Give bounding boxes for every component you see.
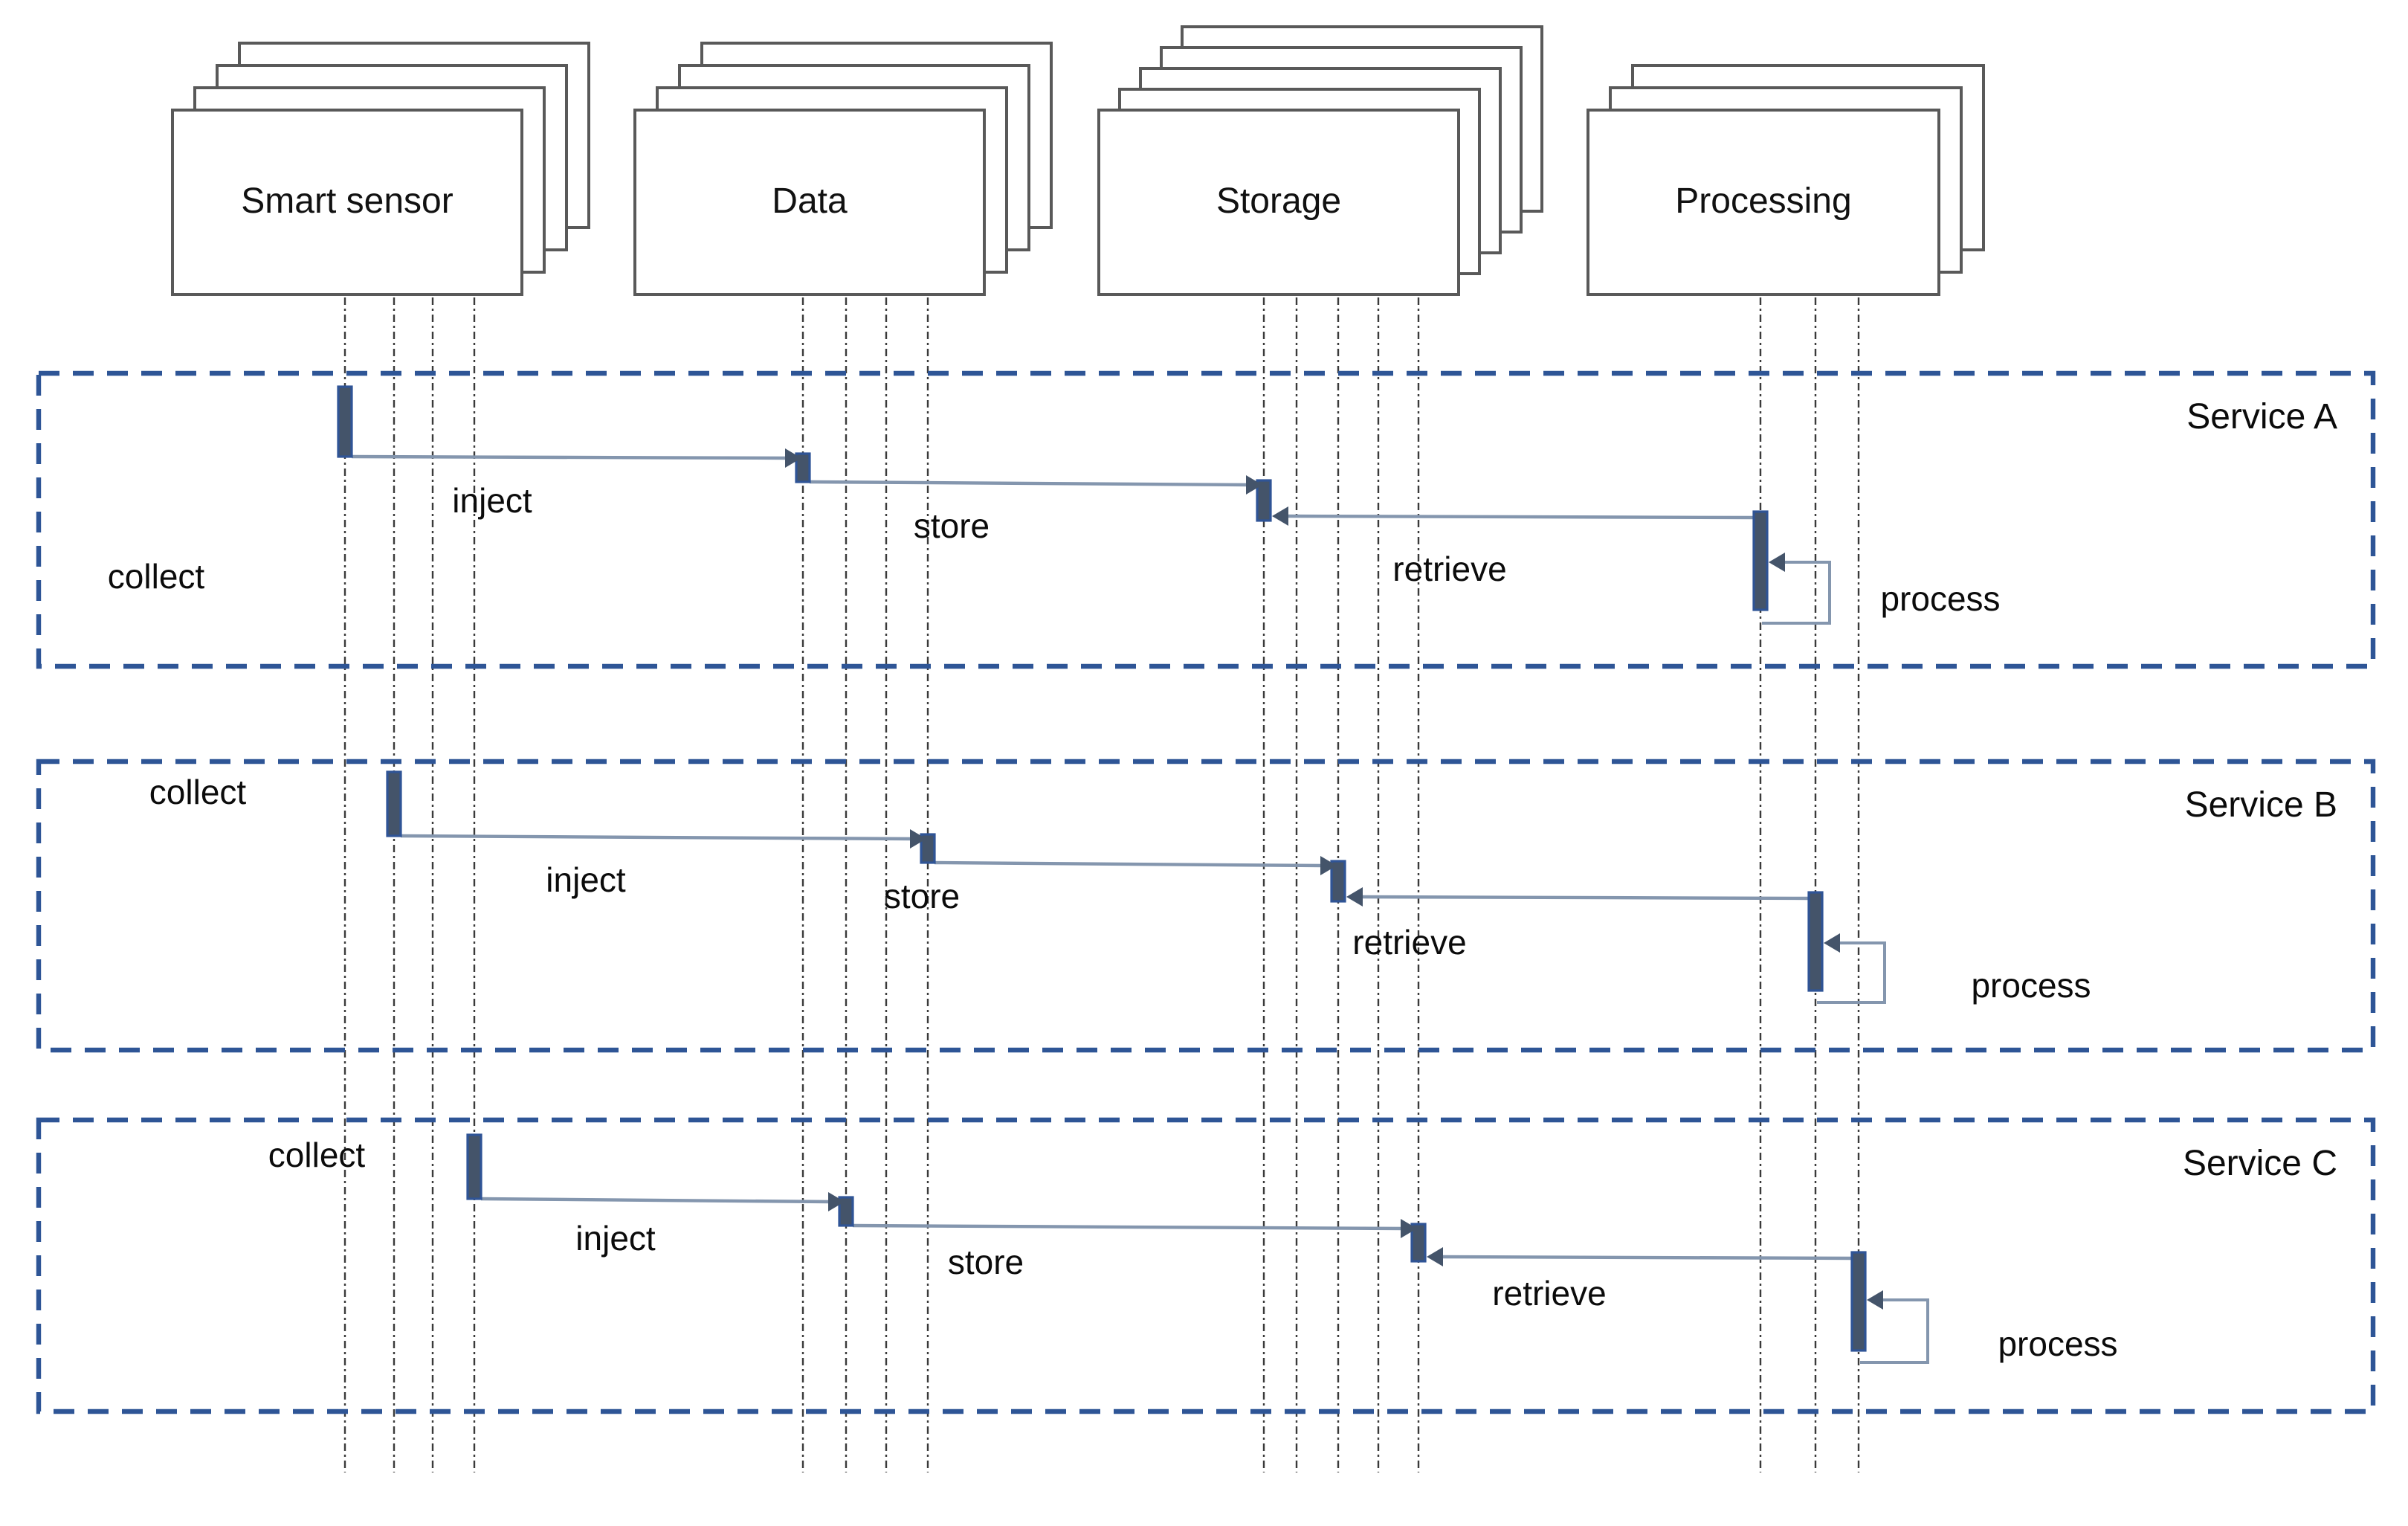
activation-bar-smart-sensor xyxy=(386,770,402,837)
activation-bar-storage xyxy=(1410,1223,1427,1263)
message-line-retrieve xyxy=(1439,1255,1853,1261)
actor-label-processing: Processing xyxy=(1675,181,1852,222)
arrowhead-right-icon xyxy=(910,829,926,849)
activation-bar-processing xyxy=(1807,891,1824,992)
service-frame-a xyxy=(36,370,2376,669)
message-label-store: store xyxy=(913,506,990,545)
message-label-collect: collect xyxy=(107,557,205,596)
message-label-store: store xyxy=(947,1243,1024,1281)
service-label-a: Service A xyxy=(2186,397,2337,437)
arrowhead-right-icon xyxy=(785,448,801,468)
message-label-process: process xyxy=(1971,966,2091,1005)
actor-box-smart-sensor: Smart sensor xyxy=(171,109,523,296)
arrowhead-left-icon xyxy=(1769,553,1785,572)
activation-bar-storage xyxy=(1330,860,1346,903)
activation-bar-smart-sensor xyxy=(337,385,353,458)
message-label-inject: inject xyxy=(575,1219,656,1258)
service-label-b: Service B xyxy=(2184,785,2337,825)
actor-box-storage: Storage xyxy=(1097,109,1460,296)
self-loop-process xyxy=(1817,941,1886,1004)
message-label-retrieve: retrieve xyxy=(1352,923,1467,962)
activation-bar-data xyxy=(920,833,936,864)
message-line-inject xyxy=(351,454,789,460)
service-frame-b xyxy=(36,759,2376,1053)
actor-box-processing: Processing xyxy=(1586,109,1940,296)
message-label-process: process xyxy=(1880,579,2001,618)
message-label-store: store xyxy=(883,877,961,915)
service-label-c: Service C xyxy=(2182,1144,2337,1184)
activation-bar-smart-sensor xyxy=(466,1133,482,1200)
message-line-inject xyxy=(400,834,914,841)
activation-bar-processing xyxy=(1752,510,1769,611)
message-lines-group xyxy=(351,454,1929,1364)
message-line-store xyxy=(809,480,1250,487)
actor-box-data: Data xyxy=(633,109,986,296)
activation-bar-data xyxy=(838,1196,854,1227)
message-line-retrieve xyxy=(1359,895,1810,901)
arrowhead-left-icon xyxy=(1427,1247,1443,1266)
service-frames-group xyxy=(36,370,2376,1414)
arrowhead-right-icon xyxy=(1246,475,1262,495)
message-label-retrieve: retrieve xyxy=(1492,1274,1607,1313)
activation-bar-processing xyxy=(1850,1251,1867,1352)
message-label-inject: inject xyxy=(452,481,532,520)
actor-label-smart-sensor: Smart sensor xyxy=(241,181,453,222)
arrowheads-group xyxy=(785,448,1883,1310)
service-frame-c xyxy=(36,1117,2376,1414)
activation-bars-group xyxy=(337,385,1867,1352)
self-loop-process xyxy=(1860,1298,1929,1364)
arrowhead-right-icon xyxy=(1401,1219,1417,1238)
message-line-store xyxy=(852,1223,1404,1231)
self-loop-process xyxy=(1762,561,1831,625)
arrowhead-right-icon xyxy=(1320,856,1337,875)
message-label-collect: collect xyxy=(268,1136,366,1174)
message-label-collect: collect xyxy=(149,773,247,811)
arrowhead-left-icon xyxy=(1346,887,1363,907)
message-label-inject: inject xyxy=(546,860,626,899)
arrowhead-left-icon xyxy=(1272,506,1288,526)
message-line-retrieve xyxy=(1285,514,1755,520)
message-label-process: process xyxy=(1998,1324,2118,1363)
message-line-inject xyxy=(480,1197,832,1204)
actor-label-storage: Storage xyxy=(1216,181,1342,222)
arrowhead-left-icon xyxy=(1824,933,1840,953)
message-line-store xyxy=(934,860,1324,868)
arrowhead-right-icon xyxy=(828,1192,845,1211)
arrowhead-left-icon xyxy=(1867,1290,1883,1310)
activation-bar-data xyxy=(795,452,811,483)
message-label-retrieve: retrieve xyxy=(1392,550,1507,588)
activation-bar-storage xyxy=(1256,479,1272,522)
actor-label-data: Data xyxy=(772,181,848,222)
